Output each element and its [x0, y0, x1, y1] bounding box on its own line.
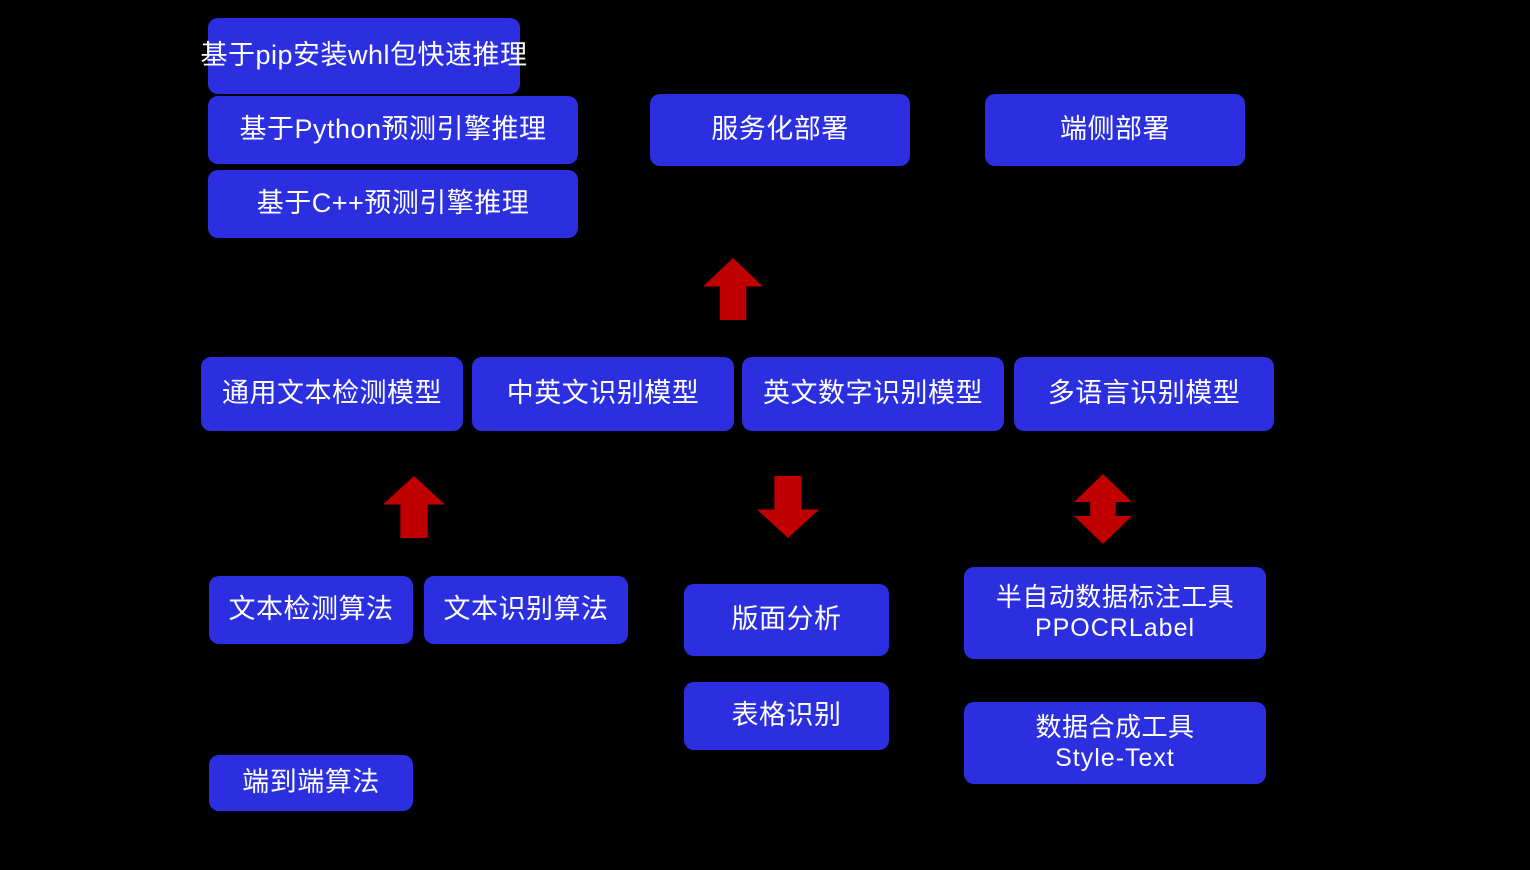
node-label-primary: 版面分析: [731, 604, 842, 635]
node-multilingual-recognition-model[interactable]: 多语言识别模型: [1014, 357, 1274, 431]
node-label-primary: 基于Python预测引擎推理: [239, 114, 547, 145]
node-label-secondary: Style-Text: [1055, 744, 1175, 773]
node-label-primary: 中英文识别模型: [506, 378, 700, 409]
node-label-primary: 服务化部署: [711, 114, 849, 145]
node-label-primary: 表格识别: [731, 700, 842, 731]
node-text-detection-algorithm[interactable]: 文本检测算法: [209, 576, 413, 644]
node-cpp-engine-inference[interactable]: 基于C++预测引擎推理: [208, 170, 578, 238]
node-label-primary: 通用文本检测模型: [222, 378, 442, 409]
node-layout-analysis[interactable]: 版面分析: [684, 584, 889, 656]
node-label-primary: 文本检测算法: [228, 594, 394, 625]
node-label-primary: 基于C++预测引擎推理: [256, 188, 530, 219]
node-edge-deployment[interactable]: 端侧部署: [985, 94, 1245, 166]
node-chinese-english-recognition-model[interactable]: 中英文识别模型: [472, 357, 734, 431]
node-label-primary: 基于pip安装whl包快速推理: [200, 40, 528, 71]
arrow-updown-models-to-tools-icon: [1074, 474, 1132, 544]
node-end-to-end-algorithm[interactable]: 端到端算法: [209, 755, 413, 811]
node-text-recognition-algorithm[interactable]: 文本识别算法: [424, 576, 628, 644]
node-label-primary: 半自动数据标注工具: [995, 582, 1235, 613]
node-pip-whl-inference[interactable]: 基于pip安装whl包快速推理: [200, 18, 527, 94]
node-label-secondary: PPOCRLabel: [1034, 614, 1196, 643]
node-label-primary: 多语言识别模型: [1047, 378, 1241, 409]
node-table-recognition[interactable]: 表格识别: [684, 682, 889, 750]
node-label-primary: 端侧部署: [1060, 114, 1170, 145]
node-general-text-detection-model[interactable]: 通用文本检测模型: [201, 357, 463, 431]
node-service-deployment[interactable]: 服务化部署: [650, 94, 910, 166]
node-english-numeric-recognition-model[interactable]: 英文数字识别模型: [742, 357, 1004, 431]
arrow-down-models-to-layout-icon: [757, 476, 819, 538]
node-label-primary: 数据合成工具: [1035, 712, 1195, 743]
node-label-primary: 文本识别算法: [443, 594, 609, 625]
node-label-primary: 英文数字识别模型: [763, 378, 983, 409]
arrow-up-algorithms-to-detection-model-icon: [383, 476, 445, 538]
arrow-up-models-to-deployment-icon: [703, 258, 763, 320]
node-python-engine-inference[interactable]: 基于Python预测引擎推理: [208, 96, 578, 164]
node-label-primary: 端到端算法: [242, 767, 380, 798]
